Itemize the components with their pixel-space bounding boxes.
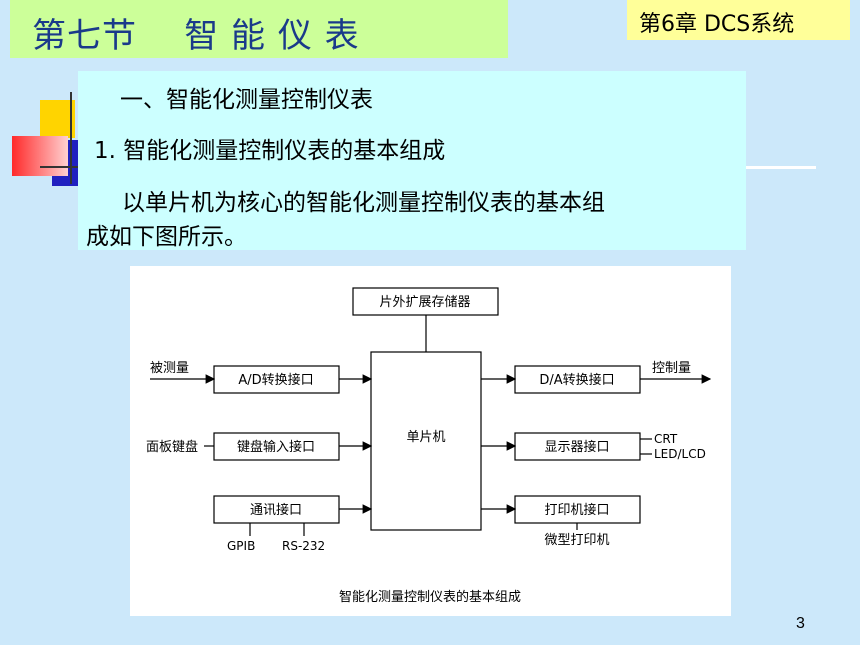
display-label: 显示器接口	[544, 439, 609, 455]
micro-printer-label: 微型打印机	[544, 533, 609, 548]
deco-vertical-line	[70, 92, 72, 184]
deco-yellow-square	[40, 100, 75, 138]
title-banner: 第七节 智 能 仪 表	[10, 0, 508, 58]
memory-label: 片外扩展存储器	[379, 295, 470, 310]
da-label: D/A转换接口	[539, 372, 614, 388]
block-diagram-svg: 片外扩展存储器 单片机 A/D转换接口 键盘输入接口 通讯接口 D/A转换接口 …	[146, 287, 712, 605]
divider-line	[746, 166, 816, 169]
subsection-heading: 1. 智能化测量控制仪表的基本组成	[94, 138, 446, 164]
paragraph-line-1: 以单片机为核心的智能化测量控制仪表的基本组	[122, 190, 605, 216]
block-diagram: 片外扩展存储器 单片机 A/D转换接口 键盘输入接口 通讯接口 D/A转换接口 …	[130, 266, 731, 616]
paragraph-line-2: 成如下图所示。	[86, 224, 247, 250]
crt-label: CRT	[654, 432, 678, 446]
output-label: 控制量	[652, 361, 691, 376]
comm-label: 通讯接口	[250, 502, 302, 518]
led-lcd-label: LED/LCD	[654, 447, 706, 461]
ad-label: A/D转换接口	[238, 372, 313, 388]
section-heading: 一、智能化测量控制仪表	[120, 87, 373, 113]
deco-red-gradient-square	[12, 136, 68, 176]
chapter-badge: 第6章 DCS系统	[627, 0, 850, 40]
chapter-label: 第6章 DCS系统	[639, 12, 795, 37]
intro-text-panel: 一、智能化测量控制仪表 1. 智能化测量控制仪表的基本组成 以单片机为核心的智能…	[78, 71, 746, 250]
keyboard-label: 键盘输入接口	[237, 439, 315, 455]
printer-label: 打印机接口	[544, 502, 609, 518]
mcu-label: 单片机	[406, 430, 445, 445]
slide-title: 第七节 智 能 仪 表	[32, 16, 360, 56]
diagram-caption: 智能化测量控制仪表的基本组成	[339, 589, 521, 605]
page-number: 3	[796, 615, 805, 632]
input-label: 被测量	[150, 361, 189, 376]
deco-horizontal-line	[40, 166, 78, 168]
panel-keyboard-label: 面板键盘	[146, 439, 198, 455]
rs232-label: RS-232	[282, 539, 325, 553]
gpib-label: GPIB	[227, 539, 255, 553]
